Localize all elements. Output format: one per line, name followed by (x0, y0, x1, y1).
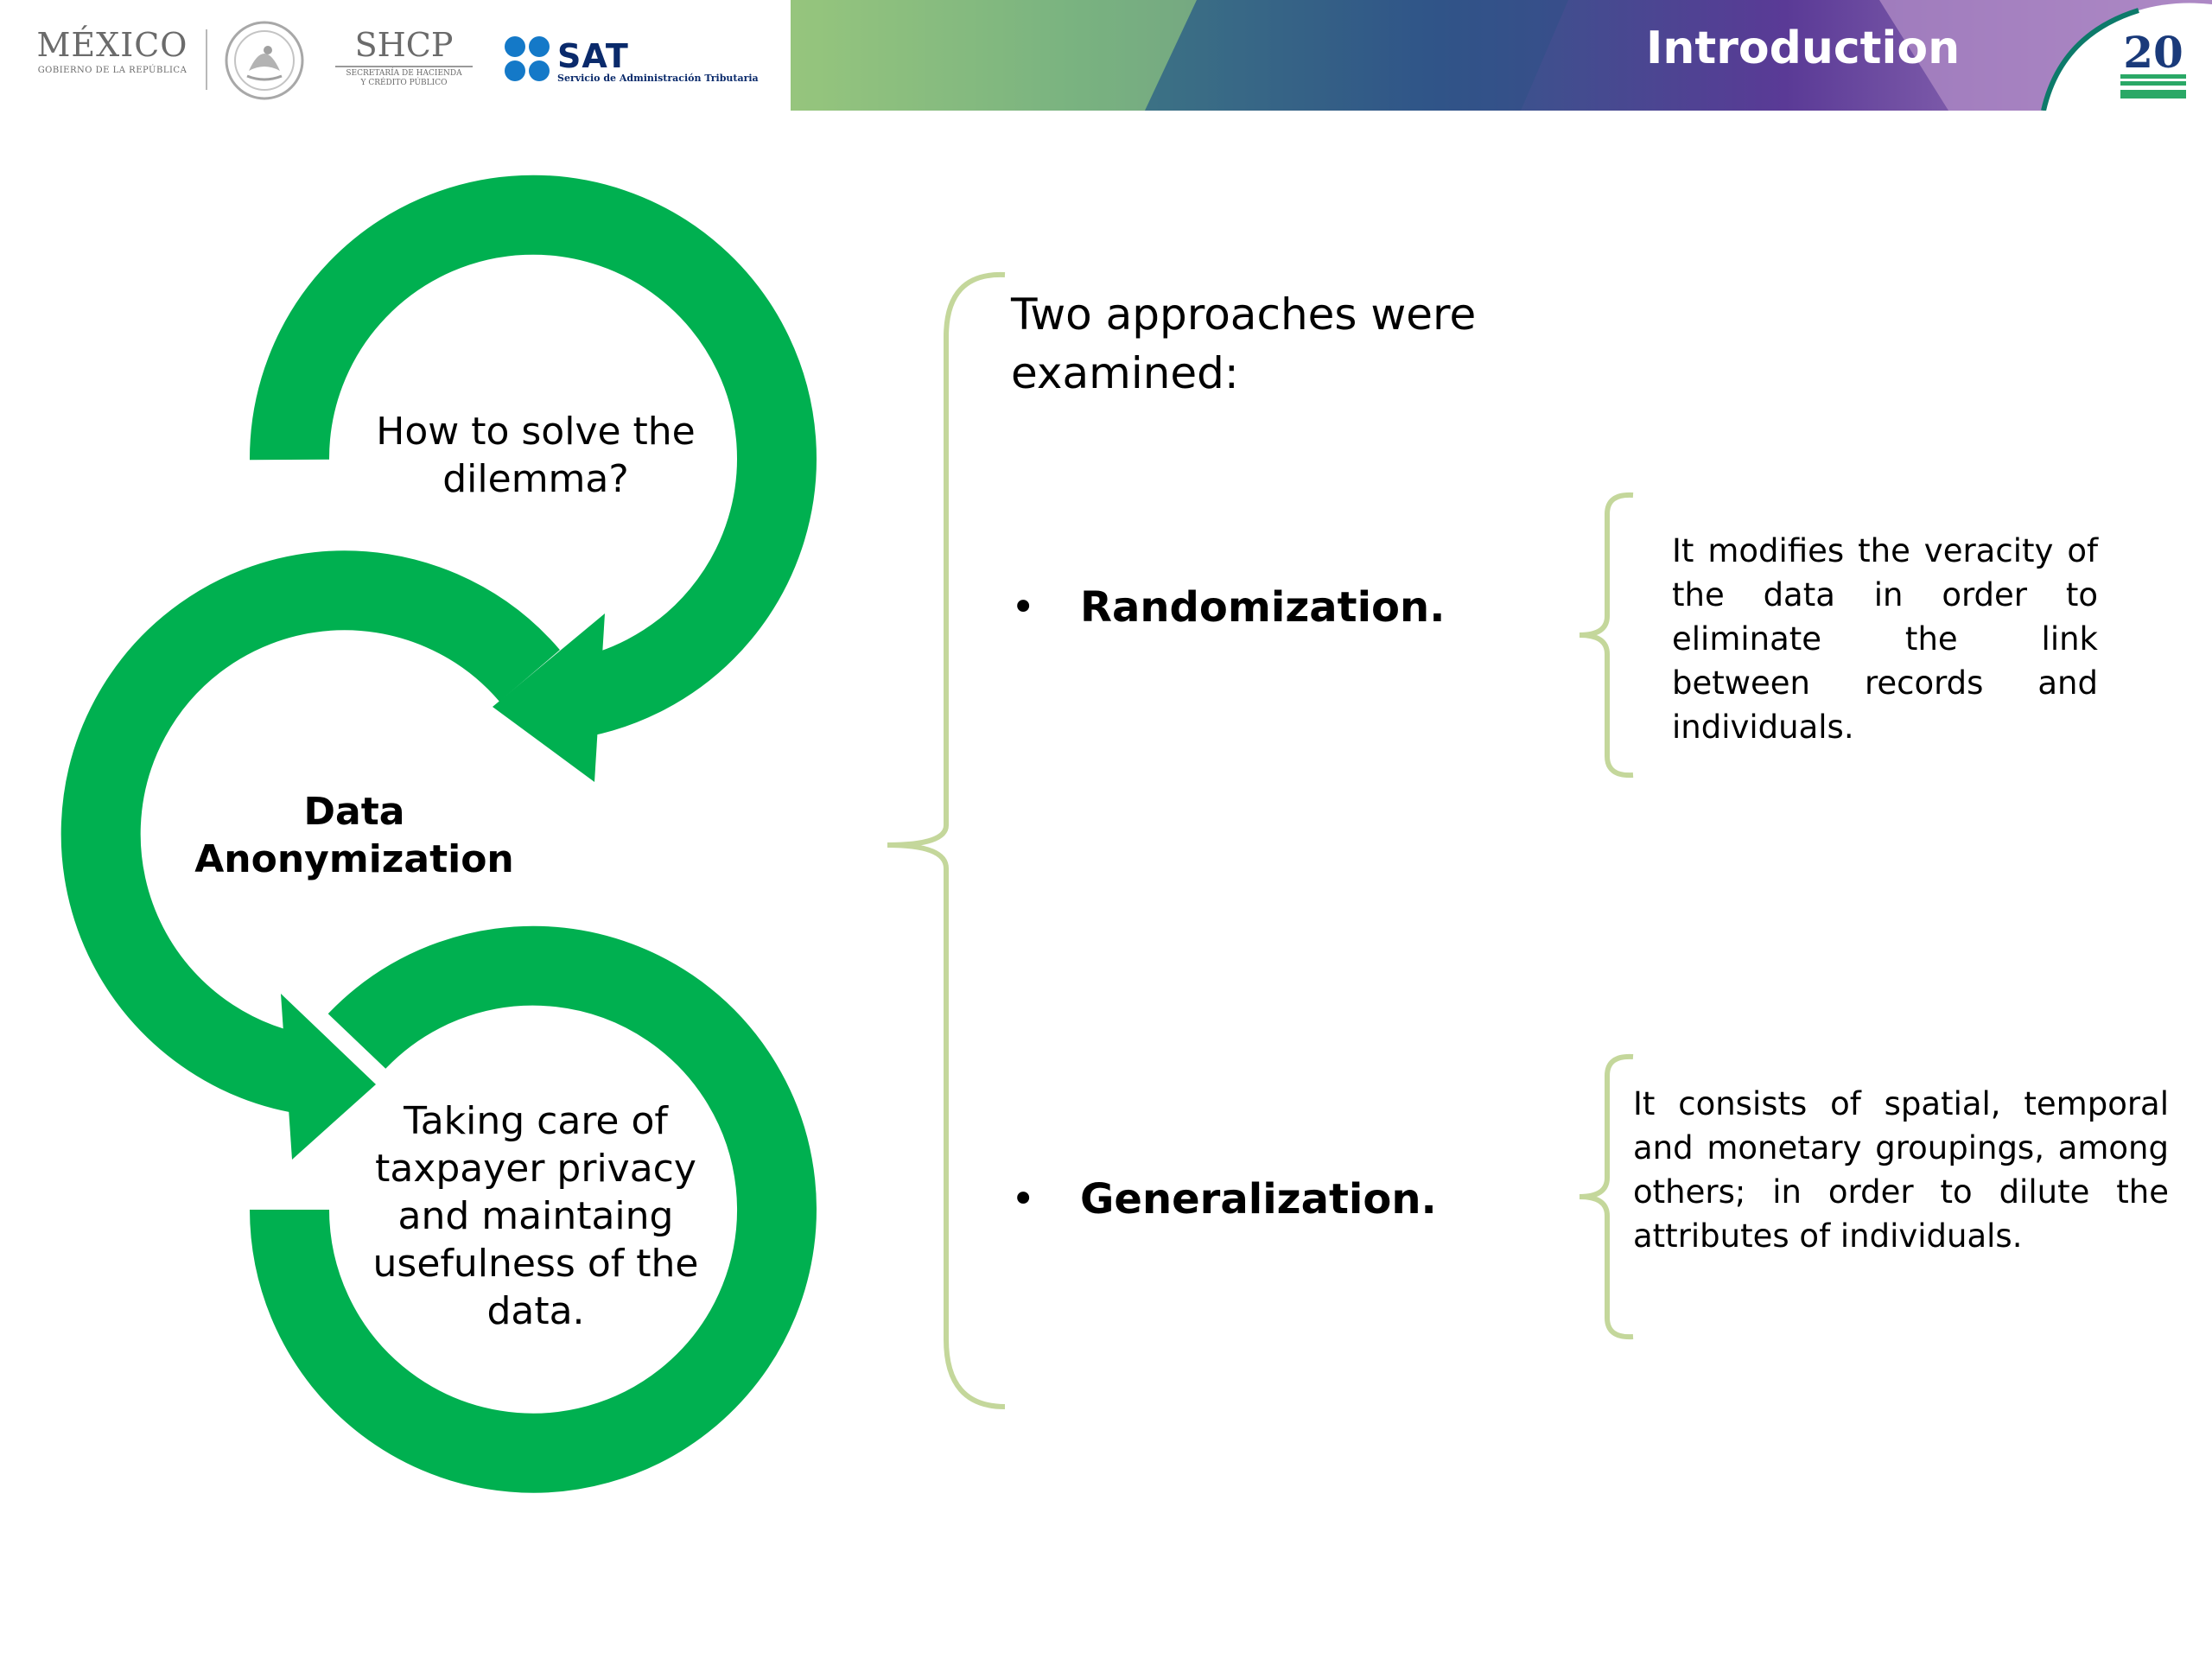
logo-divider (206, 29, 207, 90)
page-title: Introduction (1646, 22, 1961, 74)
approach-label: Randomization. (1080, 583, 1446, 632)
randomization-brace (1579, 492, 1634, 779)
middle-arc-arrow (60, 550, 560, 1160)
top-arc-arrow (249, 175, 817, 782)
shcp-logo-subtext-1: SECRETARÍA DE HACIENDA (346, 69, 462, 78)
bullet-dot: • (1011, 1175, 1036, 1224)
mexico-logo-subtext: GOBIERNO DE LA REPÚBLICA (37, 66, 188, 75)
shcp-logo-rule (335, 66, 473, 67)
header: MÉXICO GOBIERNO DE LA REPÚBLICA SHCP SEC… (0, 0, 2212, 111)
mexico-logo: MÉXICO GOBIERNO DE LA REPÚBLICA (35, 26, 190, 75)
cycle-bottom-text: Taking care of taxpayer privacy and main… (372, 1099, 699, 1333)
cycle-diagram (60, 175, 817, 1493)
approaches-intro: Two approaches were examined: (1011, 289, 1477, 398)
approach-label: Generalization. (1080, 1175, 1437, 1224)
shcp-logo-text: SHCP (354, 26, 454, 64)
title-banner (791, 0, 2212, 111)
logo-strip: MÉXICO GOBIERNO DE LA REPÚBLICA SHCP SEC… (0, 0, 791, 111)
sat-logo-subtext: Servicio de Administración Tributaria (557, 73, 759, 84)
sat-logo-text: SAT (557, 37, 629, 75)
bullet-dot: • (1011, 583, 1036, 632)
cycle-middle-text: Data Anonymization (194, 790, 514, 881)
sat-dots-icon (505, 36, 550, 81)
shcp-logo: SHCP SECRETARÍA DE HACIENDA Y CRÉDITO PÚ… (328, 26, 480, 88)
eagle-seal-icon (225, 21, 304, 100)
shcp-logo-subtext-2: Y CRÉDITO PÚBLICO (360, 79, 448, 87)
sat-logo: SAT Servicio de Administración Tributari… (557, 40, 759, 84)
generalization-description: It consists of spatial, temporal and mon… (1633, 1085, 2169, 1255)
anniversary-badge-icon: 20 (2120, 27, 2186, 99)
cycle-top-text: How to solve the dilemma? (376, 410, 696, 501)
generalization-brace (1579, 1053, 1634, 1340)
badge-number: 20 (2123, 27, 2183, 78)
bottom-arc-arrow (250, 925, 817, 1493)
randomization-description: It modifies the veracity of the data in … (1672, 532, 2098, 746)
large-brace (887, 271, 1006, 1409)
mexico-logo-text: MÉXICO (36, 26, 188, 64)
